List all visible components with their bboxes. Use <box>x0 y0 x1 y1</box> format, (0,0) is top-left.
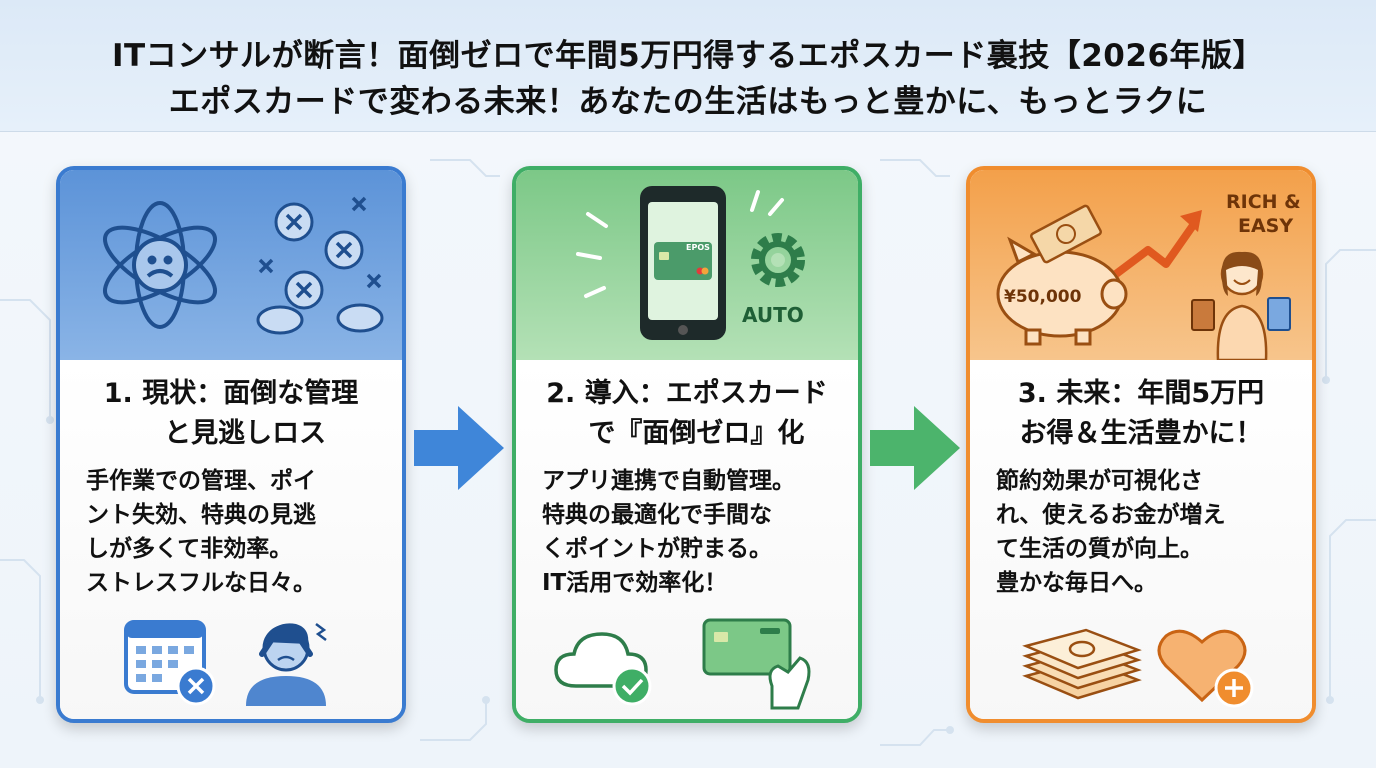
step-description: 手作業での管理、ポイ ント失効、特典の見逃 しが多くて非効率。 ストレスフルな日… <box>86 468 316 596</box>
step-panel-introduction: EPOS AUTO 2. 導入：エポスカード で『面倒ゼロ』化 アプリ連携で自動… <box>512 166 862 723</box>
step-panel-future: ¥50,000 RICH & EASY <box>966 166 1316 723</box>
arrow-right-icon <box>870 406 960 490</box>
gear-icon <box>751 233 805 287</box>
cloud-check-icon <box>554 632 652 706</box>
panel-illustration <box>60 170 402 360</box>
header-banner: ITコンサルが断言！面倒ゼロで年間5万円得するエポスカード裏技【2026年版】 … <box>0 0 1376 132</box>
calendar-cancel-icon <box>124 620 216 706</box>
page-subtitle: エポスカードで変わる未来！あなたの生活はもっと豊かに、もっとラクに <box>168 84 1208 120</box>
piggy-amount-label: ¥50,000 <box>1004 287 1082 307</box>
card-brand-label: EPOS <box>686 243 710 252</box>
step-description: 節約効果が可視化さ れ、使えるお金が増え て生活の質が向上。 豊かな毎日へ。 <box>996 468 1226 596</box>
panel-text-area: 1. 現状：面倒な管理 と見逃しロス 手作業での管理、ポイ ント失効、特典の見逃… <box>60 360 402 719</box>
smartphone-card-icon: EPOS <box>640 186 726 340</box>
step-title: 2. 導入：エポスカード で『面倒ゼロ』化 <box>546 378 828 449</box>
money-stack-icon <box>1022 628 1142 700</box>
banknote-icon <box>1030 204 1102 264</box>
card-in-hand-icon <box>702 618 811 710</box>
panel-illustration: ¥50,000 RICH & EASY <box>970 170 1312 362</box>
rich-easy-label: RICH & EASY <box>1226 191 1307 237</box>
happy-shopper-icon <box>1191 251 1291 362</box>
heart-plus-icon <box>1157 629 1254 708</box>
page-title: ITコンサルが断言！面倒ゼロで年間5万円得するエポスカード裏技【2026年版】 <box>111 38 1265 74</box>
headache-person-icon <box>246 623 327 706</box>
step-title: 3. 未来：年間5万円 お得＆生活豊かに！ <box>1017 378 1265 449</box>
arrow-right-icon <box>414 406 504 490</box>
panel-text-area: 3. 未来：年間5万円 お得＆生活豊かに！ 節約効果が可視化さ れ、使えるお金が… <box>970 360 1312 719</box>
stressed-face-orbit-icon <box>102 201 218 329</box>
step-panel-current: 1. 現状：面倒な管理 と見逃しロス 手作業での管理、ポイ ント失効、特典の見逃… <box>56 166 406 723</box>
piggy-bank-icon: ¥50,000 <box>996 204 1128 346</box>
sparkle-lines <box>576 190 784 298</box>
auto-label: AUTO <box>742 303 804 327</box>
step-title: 1. 現状：面倒な管理 と見逃しロス <box>103 378 359 449</box>
panel-text-area: 2. 導入：エポスカード で『面倒ゼロ』化 アプリ連携で自動管理。 特典の最適化… <box>516 360 858 719</box>
crossed-coins-icon <box>256 196 384 335</box>
step-description: アプリ連携で自動管理。 特典の最適化で手間な くポイントが貯まる。 IT活用で効… <box>542 468 795 596</box>
rising-arrow-icon <box>1113 210 1202 278</box>
panel-illustration: EPOS AUTO <box>516 170 858 360</box>
